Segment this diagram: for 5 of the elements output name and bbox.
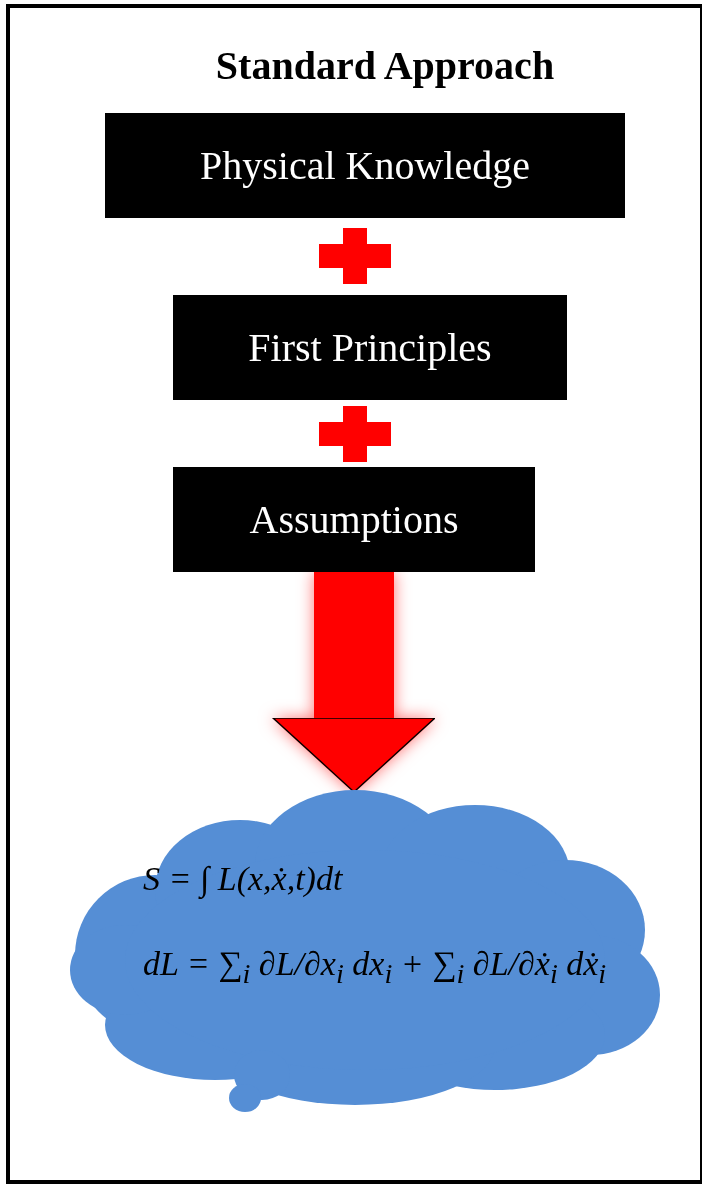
equation: dL = ∑$_{i}$ ∂L/∂x$_{i}$ dx$_{i}$ + ∑$_{i}$ ∂L/∂ẋ$_{i}$ dẋ$_{i}$ [143, 945, 607, 990]
box-label: First Principles [248, 324, 492, 371]
box-label: Physical Knowledge [200, 142, 530, 189]
title: Standard Approach [214, 42, 556, 89]
box-label: Assumptions [249, 496, 459, 543]
